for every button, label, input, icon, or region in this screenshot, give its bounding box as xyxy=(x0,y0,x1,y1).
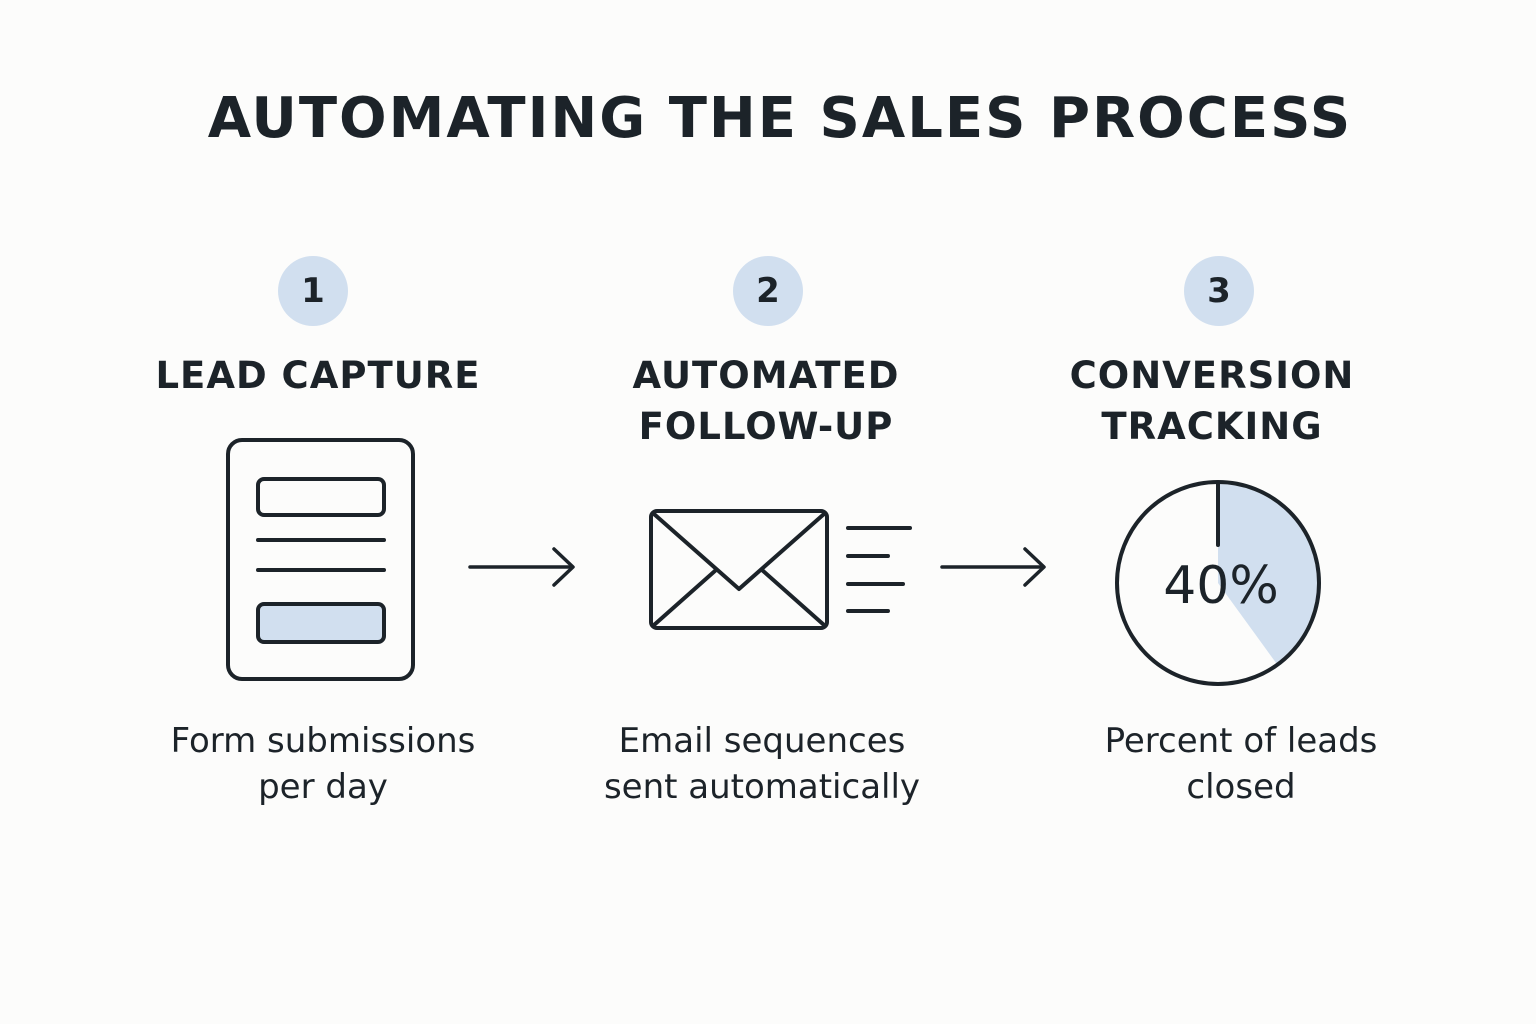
arrow-right-icon xyxy=(468,547,575,587)
envelope-icon xyxy=(649,509,912,630)
step-title-line: TRACKING xyxy=(1101,405,1323,448)
step-description-line: Email sequences xyxy=(618,721,906,761)
step-title-line: CONVERSION xyxy=(1069,354,1355,397)
step-description-line: sent automatically xyxy=(603,767,921,807)
step-number-badge-3: 3 xyxy=(1184,256,1254,326)
step-title-conversion-tracking: CONVERSION TRACKING xyxy=(1002,350,1422,452)
step-description-3: Percent of leads closed xyxy=(1031,718,1451,810)
step-description-line: Percent of leads xyxy=(1104,721,1378,761)
step-title-automated-follow-up: AUTOMATED FOLLOW-UP xyxy=(556,350,976,452)
step-title-line: FOLLOW-UP xyxy=(638,405,894,448)
step-description-1: Form submissions per day xyxy=(113,718,533,810)
pie-chart-icon: 40% xyxy=(1115,480,1321,686)
step-description-line: per day xyxy=(258,767,388,807)
step-title-line: AUTOMATED xyxy=(632,354,900,397)
step-title-lead-capture: LEAD CAPTURE xyxy=(108,350,528,401)
form-icon xyxy=(226,438,415,681)
step-description-line: Form submissions xyxy=(170,721,476,761)
step-description-line: closed xyxy=(1186,767,1296,807)
step-description-2: Email sequences sent automatically xyxy=(552,718,972,810)
pie-percent-label: 40% xyxy=(1163,556,1279,616)
pie-slice xyxy=(1218,484,1318,664)
step-number-badge-1: 1 xyxy=(278,256,348,326)
step-title-line: LEAD CAPTURE xyxy=(155,354,481,397)
arrow-right-icon xyxy=(940,547,1046,587)
page-title: AUTOMATING THE SALES PROCESS xyxy=(207,86,1353,151)
step-number-badge-2: 2 xyxy=(733,256,803,326)
